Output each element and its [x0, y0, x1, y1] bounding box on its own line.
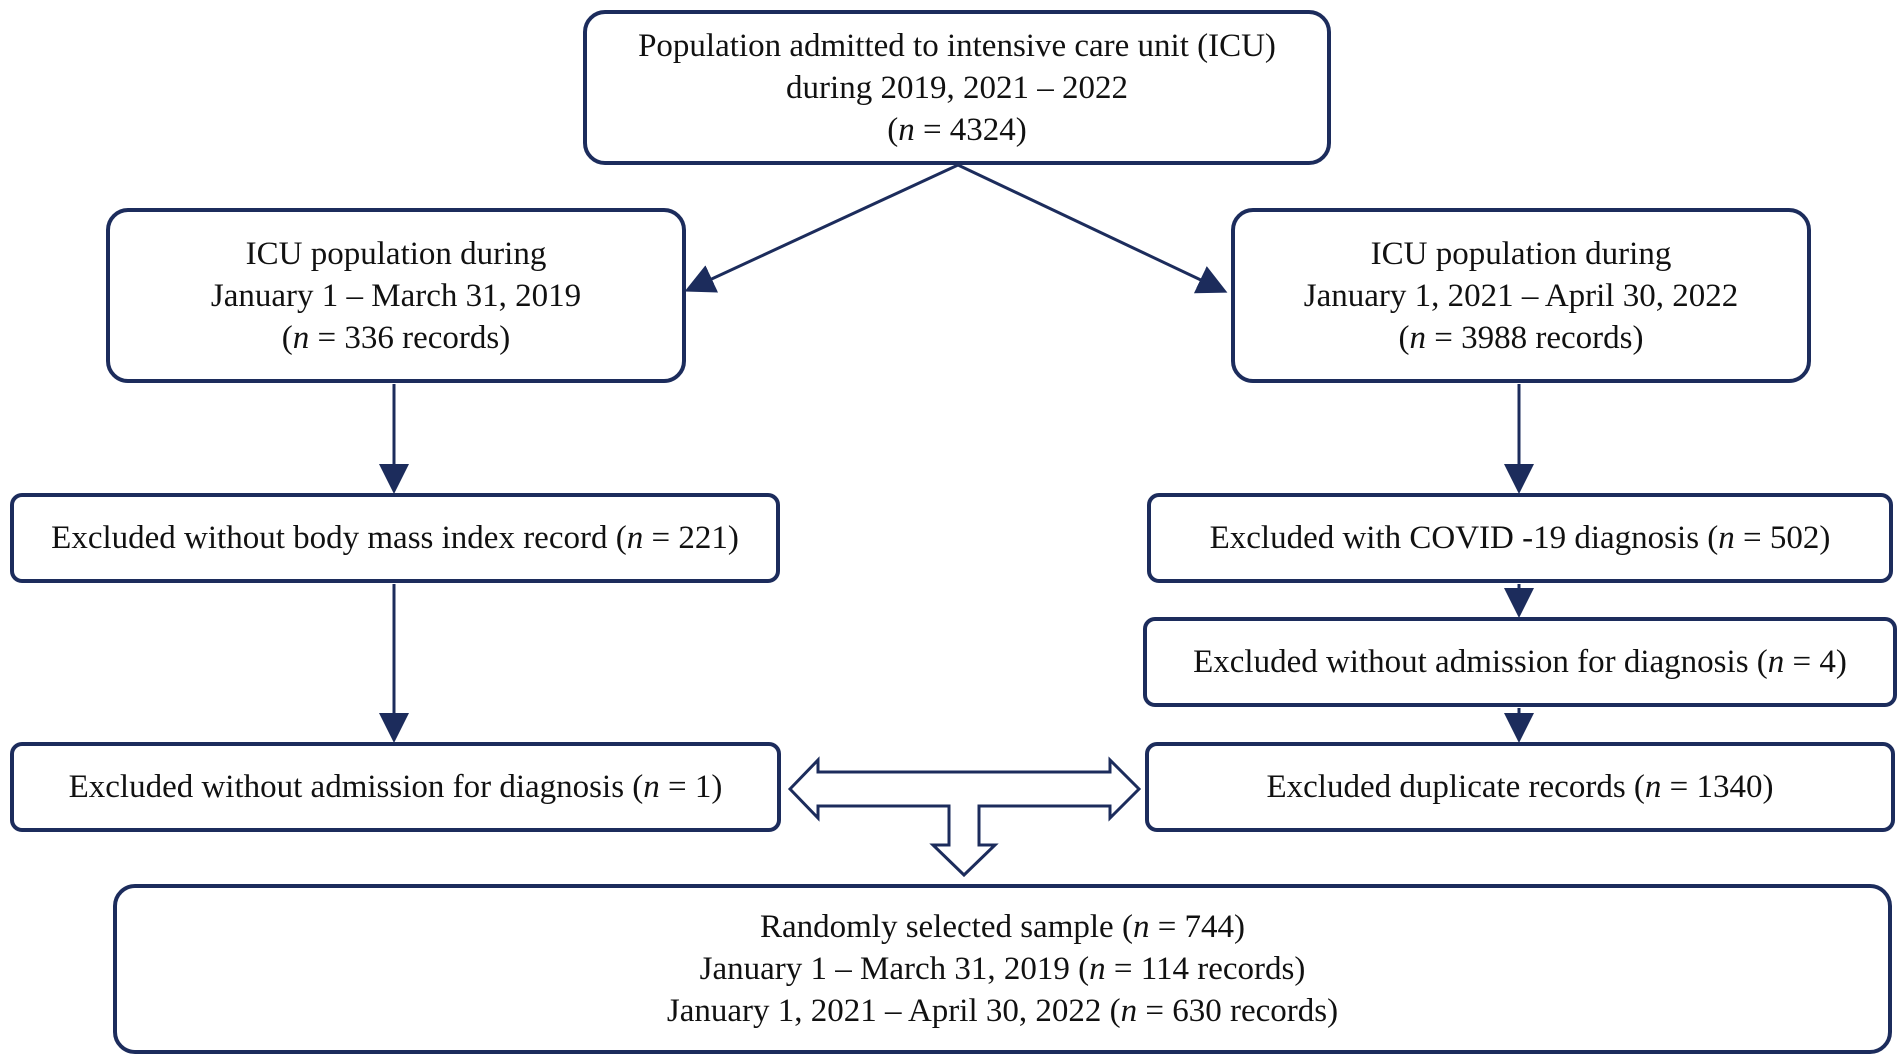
- right-population-line-1: ICU population during: [1370, 235, 1672, 272]
- final-sample-line-3: January 1, 2021 – April 30, 2022 (n = 63…: [666, 993, 1339, 1029]
- right-population-count: (n = 3988 records): [1398, 319, 1644, 356]
- arrow-top-to-right-population: [957, 163, 1228, 294]
- right-exclusion-duplicates-box: Excluded duplicate records (n = 1340): [1145, 742, 1895, 832]
- top-population-box: Population admitted to intensive care un…: [583, 10, 1331, 165]
- final-sample-line-2: January 1 – March 31, 2019 (n = 114 reco…: [699, 951, 1306, 987]
- left-exclusion-admission-box: Excluded without admission for diagnosis…: [10, 742, 781, 832]
- top-population-count: (n = 4324): [887, 111, 1027, 148]
- right-exclusion-duplicates-text: Excluded duplicate records (n = 1340): [1266, 769, 1774, 805]
- left-population-line-1: ICU population during: [245, 235, 547, 272]
- right-exclusion-admission-box: Excluded without admission for diagnosis…: [1143, 617, 1897, 707]
- right-exclusion-admission-text: Excluded without admission for diagnosis…: [1193, 644, 1847, 680]
- top-population-line-1: Population admitted to intensive care un…: [638, 27, 1276, 64]
- right-exclusion-covid-box: Excluded with COVID -19 diagnosis (n = 5…: [1147, 493, 1893, 583]
- final-sample-box: Randomly selected sample (n = 744) Janua…: [113, 884, 1892, 1054]
- top-population-line-2: during 2019, 2021 – 2022: [786, 69, 1128, 106]
- right-population-line-2: January 1, 2021 – April 30, 2022: [1303, 277, 1739, 314]
- left-population-line-2: January 1 – March 31, 2019: [210, 277, 582, 314]
- arrow-top-to-left-population: [684, 163, 959, 293]
- right-exclusion-covid-text: Excluded with COVID -19 diagnosis (n = 5…: [1209, 520, 1831, 556]
- left-exclusion-admission-text: Excluded without admission for diagnosis…: [68, 769, 723, 805]
- merge-block-arrow: [787, 756, 1142, 878]
- left-population-count: (n = 336 records): [281, 319, 511, 356]
- right-population-box: ICU population during January 1, 2021 – …: [1231, 208, 1811, 383]
- left-population-box: ICU population during January 1 – March …: [106, 208, 686, 383]
- left-exclusion-bmi-text: Excluded without body mass index record …: [51, 520, 739, 556]
- left-exclusion-bmi-box: Excluded without body mass index record …: [10, 493, 780, 583]
- final-sample-line-1: Randomly selected sample (n = 744): [759, 909, 1246, 945]
